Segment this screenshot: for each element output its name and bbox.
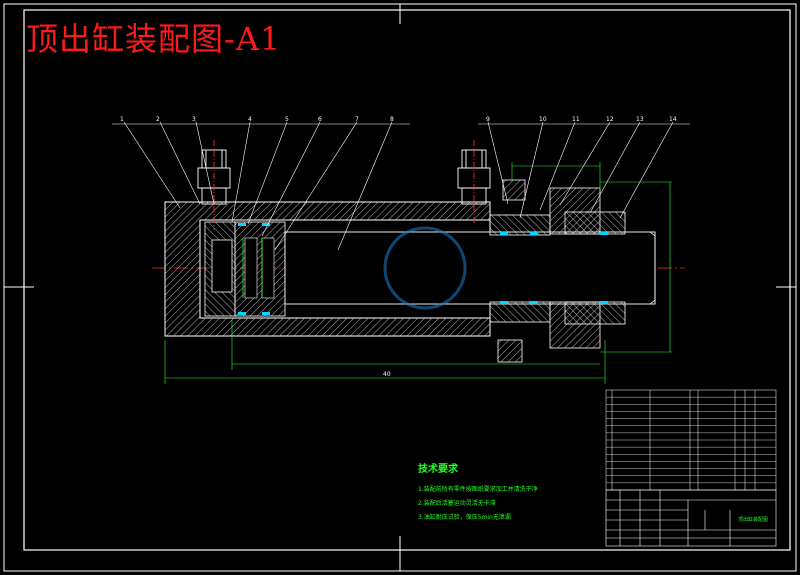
balloon-1: 1 [120, 116, 124, 123]
balloon-3: 3 [192, 116, 196, 123]
part-balloons: 1 2 3 4 5 6 7 8 9 10 11 12 13 14 [112, 116, 690, 125]
title-block-drawing-name: 顶出缸装配图 [738, 516, 768, 523]
balloon-11: 11 [572, 116, 580, 123]
tech-requirement-3: 3.油缸耐压试验，保压5min无泄漏 [418, 514, 511, 521]
parts-list-rows [606, 396, 776, 484]
balloon-14: 14 [669, 116, 677, 123]
tech-requirement-1: 1.装配前所有零件按图纸要求加工并清洗干净 [418, 486, 538, 493]
dimensions [164, 162, 672, 384]
balloon-9: 9 [486, 116, 490, 123]
drawing-title: 顶出缸装配图-A1 [26, 20, 282, 58]
balloon-2: 2 [156, 116, 160, 123]
balloon-4: 4 [248, 116, 252, 123]
tech-requirement-2: 2.装配后活塞运动灵活无卡滞 [418, 500, 496, 507]
leader-lines [123, 121, 674, 251]
balloon-10: 10 [539, 116, 547, 123]
balloon-7: 7 [355, 116, 359, 123]
balloon-13: 13 [636, 116, 644, 123]
piston-rod [284, 231, 656, 305]
tech-requirements-title: 技术要求 [418, 464, 458, 475]
balloon-8: 8 [390, 116, 394, 123]
balloon-6: 6 [318, 116, 322, 123]
seals [238, 223, 608, 315]
drawing-frame [3, 3, 797, 572]
dimension-label: 40 [383, 371, 391, 378]
watermark-logo [383, 226, 467, 310]
front-gland [489, 179, 626, 363]
cylinder-body [164, 201, 491, 337]
oil-port-left [197, 140, 231, 230]
balloon-12: 12 [606, 116, 614, 123]
balloon-5: 5 [285, 116, 289, 123]
title-block [605, 489, 777, 547]
oil-port-right [457, 140, 491, 225]
piston [204, 221, 286, 317]
